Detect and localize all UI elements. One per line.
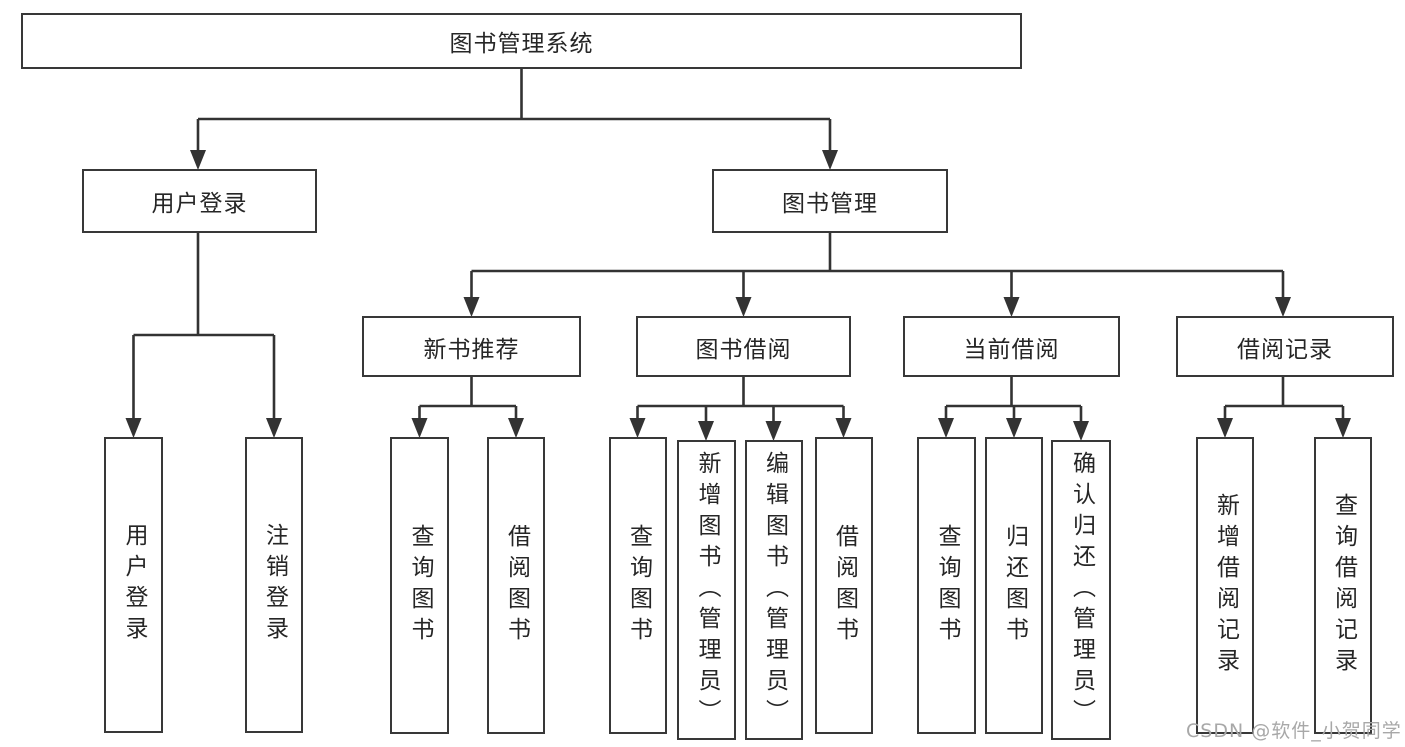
leaf-user-login: 用户登录 <box>104 437 163 733</box>
connector-root-to-level2 <box>196 69 832 151</box>
connector-currentborrow-to-leaves <box>944 377 1083 422</box>
node-label: 查询图书 <box>407 523 433 648</box>
node-label: 查询图书 <box>625 523 652 648</box>
node-label: 借阅图书 <box>503 523 530 648</box>
node-current-borrowing: 当前借阅 <box>903 316 1120 377</box>
node-borrowing-records: 借阅记录 <box>1176 316 1394 377</box>
arrow-down-icon <box>266 418 282 438</box>
leaf-query-borrow-record: 查询借阅记录 <box>1314 437 1372 734</box>
node-label: 查询图书 <box>934 523 960 648</box>
arrow-down-icon <box>1006 418 1022 438</box>
arrow-down-icon <box>765 421 782 441</box>
node-label: 注销登录 <box>261 523 288 647</box>
node-label: 借阅图书 <box>831 523 858 648</box>
node-label: 图书管理 <box>782 191 878 217</box>
node-label: 图书管理系统 <box>449 31 594 57</box>
arrow-down-icon <box>1003 297 1020 317</box>
node-label: 归还图书 <box>1001 523 1028 648</box>
arrow-down-icon <box>822 150 838 170</box>
leaf-add-books-admin: 新增图书（管理员） <box>677 440 736 740</box>
node-label: 图书借阅 <box>695 336 792 363</box>
leaf-query-books-current: 查询图书 <box>917 437 976 734</box>
leaf-borrow-books-recommend: 借阅图书 <box>487 437 545 734</box>
leaf-return-books: 归还图书 <box>985 437 1043 734</box>
arrow-down-icon <box>698 421 714 441</box>
leaf-borrow-books: 借阅图书 <box>815 437 873 734</box>
node-new-book-recommendation: 新书推荐 <box>362 316 581 377</box>
connector-bookmgmt-to-level3 <box>470 233 1285 298</box>
node-label: 新书推荐 <box>423 336 520 363</box>
node-label: 编辑图书（管理员） <box>761 450 788 730</box>
arrow-down-icon <box>835 418 852 438</box>
node-book-management: 图书管理 <box>712 169 948 233</box>
node-label: 用户登录 <box>121 523 147 647</box>
node-label: 新增借阅记录 <box>1212 492 1239 679</box>
node-label: 确认归还（管理员） <box>1068 450 1095 730</box>
arrow-down-icon <box>411 418 428 438</box>
arrow-down-icon <box>1275 297 1291 317</box>
leaf-logout: 注销登录 <box>245 437 303 733</box>
arrow-down-icon <box>125 418 142 438</box>
leaf-confirm-return-admin: 确认归还（管理员） <box>1051 440 1111 740</box>
node-label: 查询借阅记录 <box>1330 492 1357 679</box>
csdn-watermark: CSDN @软件_小贺同学 <box>1186 720 1402 742</box>
leaf-query-books-borrow: 查询图书 <box>609 437 667 734</box>
node-label: 新增图书（管理员） <box>694 450 720 730</box>
connector-bookborrow-to-leaves <box>636 377 845 422</box>
arrow-down-icon <box>463 297 480 317</box>
arrow-down-icon <box>1335 418 1351 438</box>
node-user-login: 用户登录 <box>82 169 317 233</box>
arrow-down-icon <box>1217 418 1233 438</box>
leaf-query-books-recommend: 查询图书 <box>390 437 449 734</box>
node-label: 借阅记录 <box>1237 336 1333 363</box>
connector-newbook-to-leaves <box>418 377 518 419</box>
node-book-borrowing: 图书借阅 <box>636 316 851 377</box>
node-label: 当前借阅 <box>963 336 1060 363</box>
node-library-management-system: 图书管理系统 <box>21 13 1022 69</box>
connector-userlogin-to-leaves <box>132 233 276 419</box>
arrow-down-icon <box>508 418 524 438</box>
arrow-down-icon <box>629 418 646 438</box>
node-label: 用户登录 <box>151 191 248 217</box>
arrow-down-icon <box>938 418 954 438</box>
arrow-down-icon <box>735 297 752 317</box>
arrow-down-icon <box>190 150 206 170</box>
leaf-add-borrow-record: 新增借阅记录 <box>1196 437 1254 734</box>
arrow-down-icon <box>1073 421 1089 441</box>
leaf-edit-books-admin: 编辑图书（管理员） <box>745 440 803 740</box>
connector-records-to-leaves <box>1223 377 1345 419</box>
